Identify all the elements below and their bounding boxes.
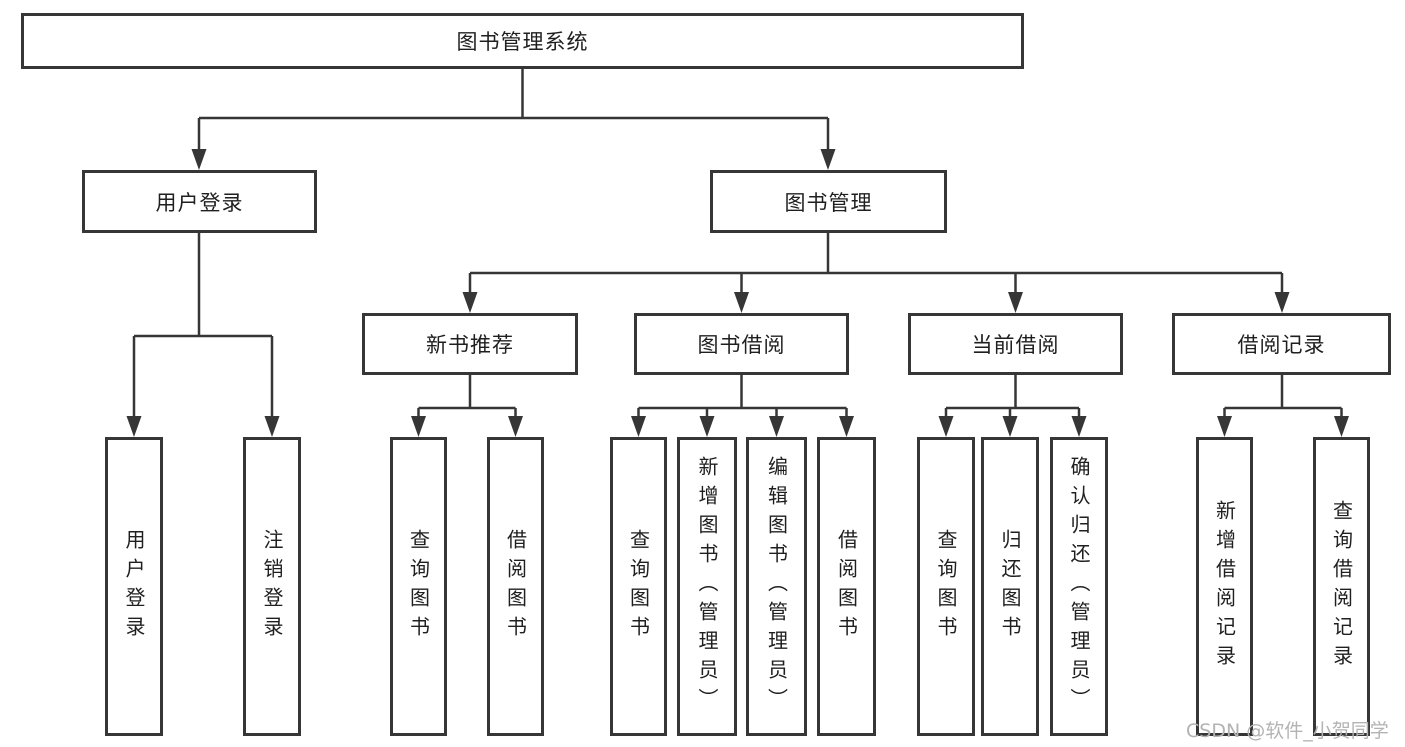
leaf-logout-login: 注销登录	[243, 437, 301, 736]
node-current-borrow: 当前借阅	[908, 313, 1123, 375]
leaf-query-book-borrow: 查询图书	[610, 437, 667, 736]
leaf-borrow-book-recommend: 借阅图书	[487, 437, 544, 736]
node-book-management-label: 图书管理	[784, 190, 873, 215]
leaf-borrow-book-recommend-label: 借阅图书	[503, 528, 528, 645]
node-user-login-label: 用户登录	[155, 190, 244, 215]
node-current-borrow-label: 当前借阅	[971, 333, 1060, 357]
node-borrow-record-label: 借阅记录	[1237, 333, 1326, 357]
node-root: 图书管理系统	[21, 13, 1024, 69]
connector-book-borrow-children	[631, 375, 854, 437]
node-book-borrow: 图书借阅	[634, 313, 849, 375]
leaf-query-book-recommend: 查询图书	[390, 437, 447, 736]
connector-root-to-level2	[191, 69, 836, 170]
leaf-borrow-book-label: 借阅图书	[834, 528, 859, 645]
leaf-add-borrow-record-label: 新增借阅记录	[1212, 499, 1237, 674]
node-borrow-record: 借阅记录	[1172, 313, 1391, 375]
leaf-query-borrow-record: 查询借阅记录	[1313, 437, 1370, 736]
leaf-user-login-label: 用户登录	[122, 528, 146, 645]
leaf-return-book: 归还图书	[981, 437, 1039, 736]
node-book-borrow-label: 图书借阅	[697, 333, 786, 357]
leaf-add-book-admin-label: 新增图书（管理员）	[695, 456, 719, 717]
leaf-add-borrow-record: 新增借阅记录	[1196, 437, 1253, 736]
leaf-query-book-recommend-label: 查询图书	[406, 528, 431, 645]
leaf-query-book-borrow-label: 查询图书	[626, 528, 651, 645]
connector-user-login-children	[126, 233, 280, 437]
leaf-query-borrow-record-label: 查询借阅记录	[1329, 499, 1354, 674]
node-new-book-recommend-label: 新书推荐	[426, 333, 514, 357]
node-root-label: 图书管理系统	[456, 30, 589, 54]
leaf-edit-book-admin-label: 编辑图书（管理员）	[764, 456, 789, 717]
watermark: CSDN @软件_小贺同学	[1186, 720, 1389, 742]
node-user-login: 用户登录	[82, 170, 317, 233]
node-new-book-recommend: 新书推荐	[362, 313, 578, 375]
leaf-add-book-admin: 新增图书（管理员）	[677, 437, 737, 736]
leaf-edit-book-admin: 编辑图书（管理员）	[746, 437, 807, 736]
leaf-user-login: 用户登录	[105, 437, 163, 736]
connector-new-book-rec-children	[411, 375, 523, 437]
leaf-confirm-return-admin-label: 确认归还（管理员）	[1067, 456, 1091, 717]
leaf-logout-login-label: 注销登录	[260, 528, 284, 645]
leaf-query-book-current: 查询图书	[917, 437, 975, 736]
connector-borrow-record-children	[1217, 375, 1349, 437]
leaf-return-book-label: 归还图书	[998, 528, 1022, 645]
connector-current-borrow-children	[938, 375, 1087, 437]
leaf-borrow-book: 借阅图书	[817, 437, 876, 736]
leaf-confirm-return-admin: 确认归还（管理员）	[1050, 437, 1108, 736]
node-book-management: 图书管理	[710, 170, 947, 233]
leaf-query-book-current-label: 查询图书	[934, 528, 958, 645]
connector-book-mgmt-children	[462, 233, 1290, 313]
